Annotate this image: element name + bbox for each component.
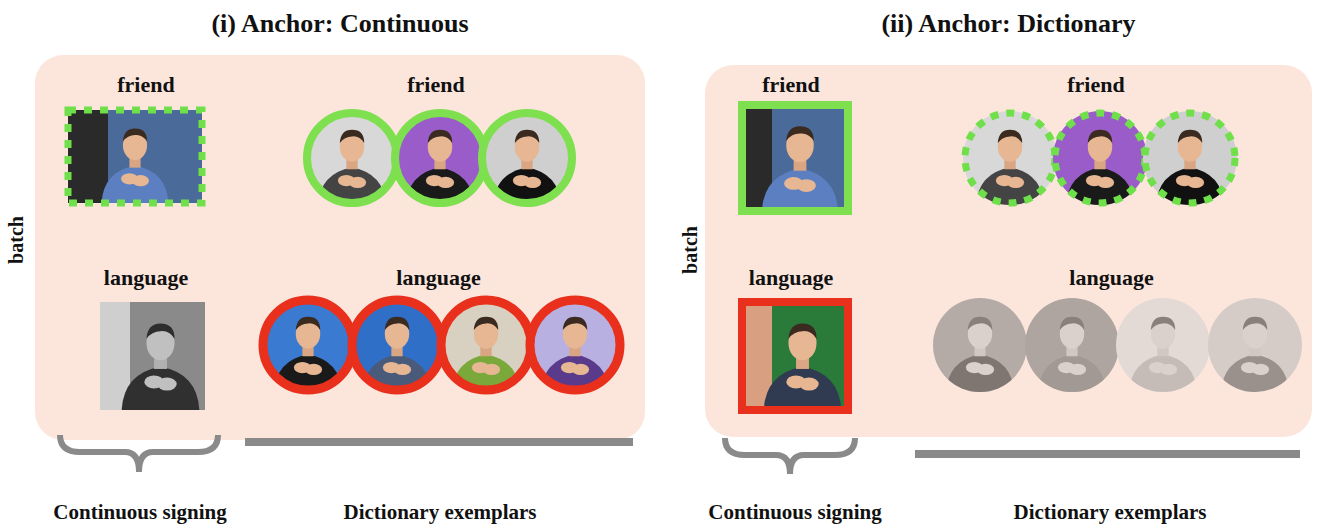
dictionary-group: language xyxy=(247,265,630,395)
group-label: Continuous signing xyxy=(53,500,226,525)
word-label: friend xyxy=(947,72,1245,98)
exemplar-circles xyxy=(933,298,1302,392)
word-label: language xyxy=(920,265,1303,291)
panel-ground xyxy=(705,65,1312,437)
dictionary-group: friend xyxy=(947,72,1245,208)
continuous-clip: language xyxy=(727,265,855,415)
dictionary-group: language xyxy=(920,265,1303,395)
group-label: Dictionary exemplars xyxy=(1013,500,1206,525)
range-bar xyxy=(245,438,633,446)
word-label: language xyxy=(247,265,630,291)
continuous-clip: language xyxy=(82,265,210,413)
word-label: friend xyxy=(727,72,855,98)
brace xyxy=(725,438,855,474)
panel-ground xyxy=(35,55,645,440)
panel: (i) Anchor: Continuous friend friend langua… xyxy=(31,8,649,440)
word-label: friend xyxy=(292,72,580,98)
continuous-clip: friend xyxy=(727,72,855,217)
exemplar-circles xyxy=(305,111,574,205)
word-label: language xyxy=(82,265,210,291)
group-label: Dictionary exemplars xyxy=(343,500,536,525)
dictionary-group: friend xyxy=(292,72,580,208)
video-frame xyxy=(100,302,205,410)
panel-title: (ii) Anchor: Dictionary xyxy=(701,8,1316,39)
brace xyxy=(60,435,218,472)
word-label: language xyxy=(727,265,855,291)
range-bar xyxy=(915,450,1300,458)
video-frame xyxy=(742,302,848,410)
axis-label: batch xyxy=(679,226,702,274)
group-label: Continuous signing xyxy=(708,500,881,525)
exemplar-circles xyxy=(963,111,1237,205)
continuous-clip: friend xyxy=(57,72,235,208)
video-frame xyxy=(68,110,202,203)
panel-title: (i) Anchor: Continuous xyxy=(31,8,649,39)
axis-label: batch xyxy=(5,216,28,264)
video-frame xyxy=(742,105,848,211)
word-label: friend xyxy=(57,72,235,98)
exemplar-circles xyxy=(261,298,622,392)
panel: (ii) Anchor: Dictionary friend friend langu… xyxy=(701,8,1316,438)
